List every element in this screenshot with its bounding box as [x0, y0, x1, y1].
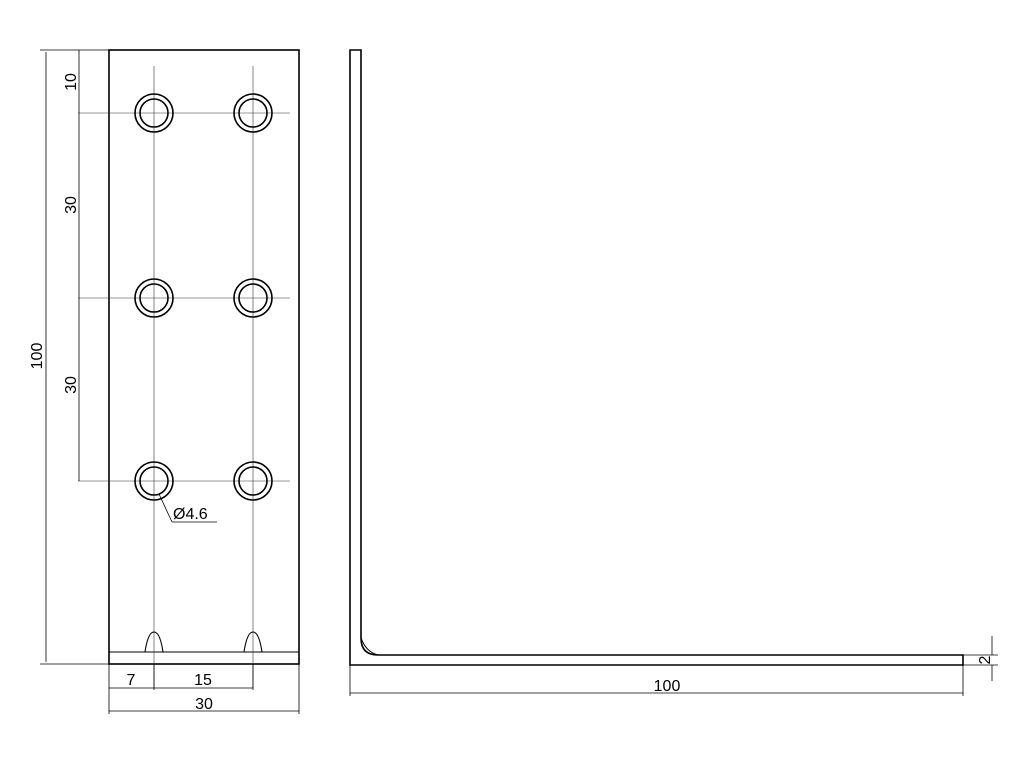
- side-view-dimensions: 100 2: [349, 636, 998, 696]
- mounting-hole: [233, 461, 273, 501]
- stiffening-rib: [144, 631, 164, 653]
- dim-hole-diameter: Ø4.6: [173, 506, 208, 523]
- bend-radius: [360, 637, 379, 656]
- front-view: [78, 49, 300, 688]
- front-view-dimensions: 100 10 30 30 7 15 30 Ø4.6: [29, 49, 300, 714]
- plate-outline: [108, 49, 300, 665]
- dim-hole-spacing-lower: 30: [63, 376, 80, 394]
- l-profile: [349, 49, 964, 666]
- mounting-hole: [233, 278, 273, 318]
- dim-hole-spacing: 15: [194, 672, 212, 689]
- dim-thickness: 2: [977, 655, 994, 664]
- mounting-hole: [134, 278, 174, 318]
- mounting-hole: [134, 461, 174, 501]
- dim-top-offset: 10: [63, 73, 80, 91]
- mounting-hole: [233, 93, 273, 133]
- dim-leg-length: 100: [654, 678, 681, 695]
- dim-hole-spacing-upper: 30: [63, 196, 80, 214]
- side-view: [349, 49, 964, 666]
- dim-total-height: 100: [29, 343, 46, 370]
- mounting-hole: [134, 93, 174, 133]
- dim-edge-offset: 7: [127, 672, 136, 689]
- dim-plate-width: 30: [195, 696, 213, 713]
- stiffening-rib: [243, 631, 263, 653]
